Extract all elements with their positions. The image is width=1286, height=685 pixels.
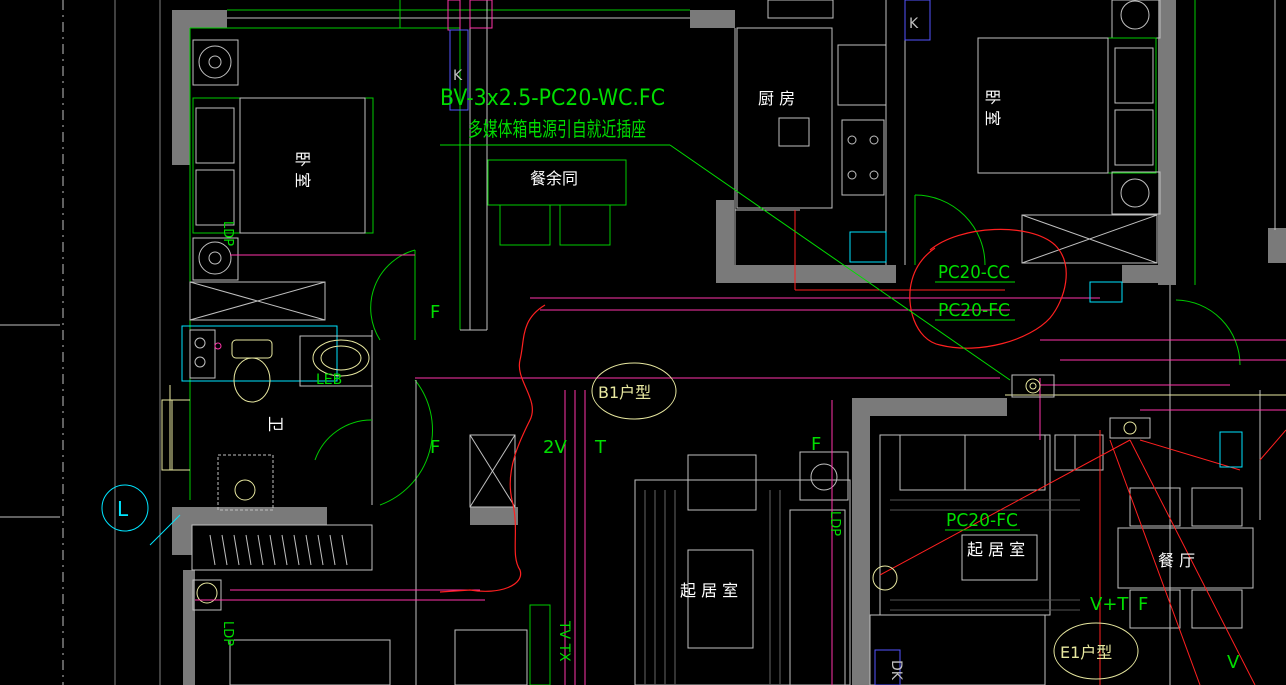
symbol-f3: F [811, 434, 821, 455]
symbol-f4: F [1138, 594, 1148, 615]
symbol-v: V [1227, 652, 1240, 673]
symbol-leb: LEB [316, 372, 342, 388]
cable-note-label: 多媒体箱电源引自就近插座 [468, 117, 646, 141]
unit-b1-ellipse [591, 362, 677, 420]
symbol-t: T [594, 437, 607, 458]
symbol-f1: F [430, 302, 440, 323]
conduit-cc-label: PC20-CC [938, 262, 1010, 283]
conduit-fc-label: PC20-FC [938, 300, 1010, 321]
annotation-leader [440, 144, 1020, 531]
symbol-dk: DK [888, 660, 904, 681]
room-living-right: 起 居 室 [967, 540, 1025, 559]
equipment [101, 0, 1243, 685]
left-border-lines [0, 0, 161, 685]
symbol-ldp-mid: LDP [827, 511, 842, 536]
unit-b1-label: B1户型 [598, 383, 651, 402]
conduit-fc-living-label: PC20-FC [946, 510, 1018, 531]
labels: BV-3x2.5-PC20-WC.FC 多媒体箱电源引自就近插座 PC20-CC… [117, 16, 1240, 681]
room-dining-right: 餐 厅 [1158, 551, 1195, 570]
cable-spec-label: BV-3x2.5-PC20-WC.FC [440, 86, 665, 111]
symbol-vt: V+T [1090, 594, 1129, 615]
room-bedroom-right: 卧 室 [983, 89, 1002, 126]
grid-axis-l: L [117, 497, 129, 521]
architecture-lines [161, 0, 1276, 685]
symbol-f2: F [430, 437, 440, 458]
walls [172, 0, 1286, 685]
room-kitchen: 厨 房 [758, 89, 795, 108]
room-living-center: 起 居 室 [680, 581, 738, 600]
room-dining-ext: 餐余同 [530, 169, 578, 188]
symbol-ldp-left: LDP [220, 221, 235, 246]
symbol-ldp-bottom: LDP [220, 621, 235, 646]
symbol-k-right: K [909, 16, 919, 32]
symbol-2v: 2V [543, 437, 567, 458]
symbol-tv-tx: TV TX [556, 620, 572, 662]
room-bath: 卫 [266, 416, 285, 432]
unit-e1-label: E1户型 [1060, 643, 1112, 662]
symbol-k-left: K [453, 68, 463, 84]
room-bedroom-left: 卧 室 [293, 151, 312, 188]
unit-e1-ellipse [1053, 622, 1139, 680]
wiring [195, 210, 1286, 685]
